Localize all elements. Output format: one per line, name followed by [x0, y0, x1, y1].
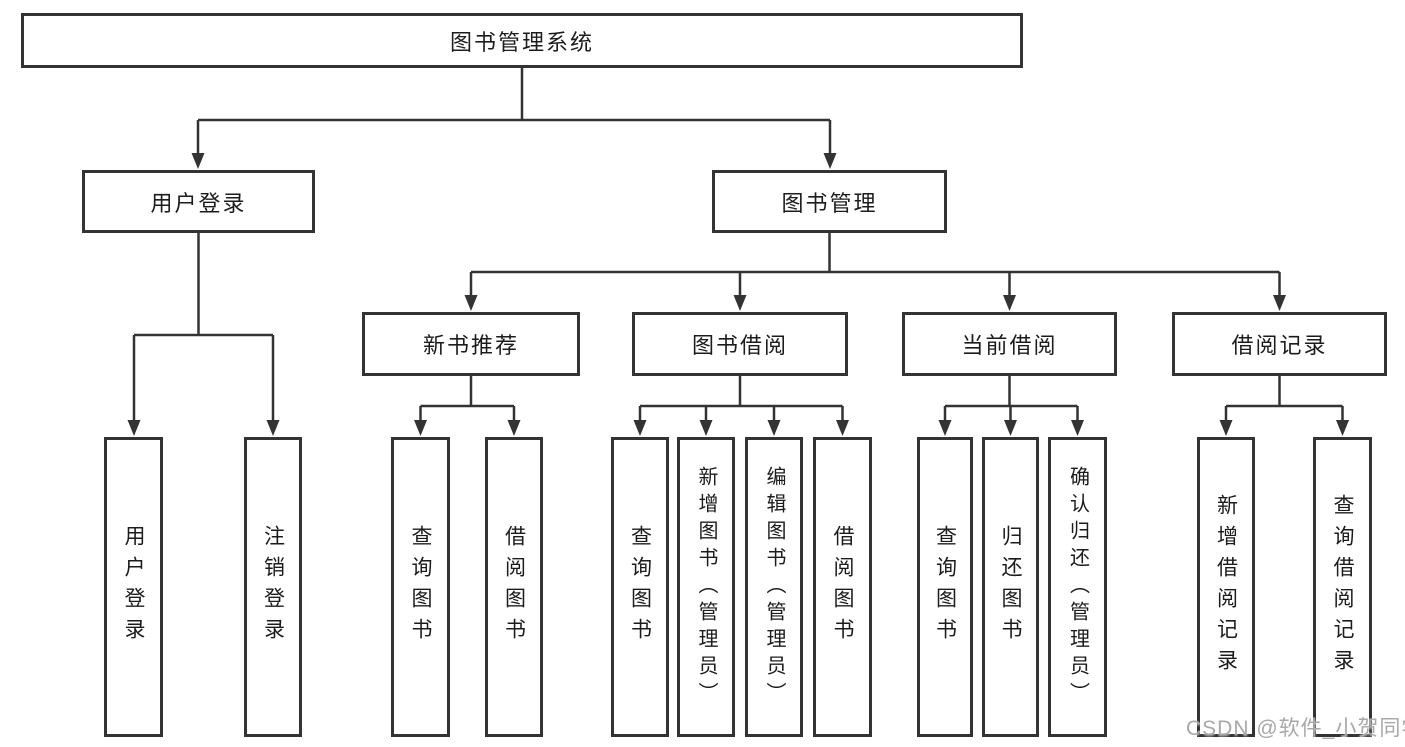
node-return-book: 归还图书	[982, 437, 1039, 737]
node-user-login-leaf: 用户登录	[104, 437, 163, 737]
arrow-down-icon	[1071, 420, 1084, 436]
node-borrow-records: 借阅记录	[1172, 312, 1387, 376]
arrow-down-icon	[127, 420, 141, 436]
arrow-down-icon	[823, 153, 837, 169]
node-borrow-books-leaf: 借阅图书	[813, 437, 872, 737]
arrow-down-icon	[1003, 295, 1016, 311]
arrow-down-icon	[266, 420, 280, 436]
arrow-down-icon	[1336, 420, 1349, 436]
arrow-down-icon	[1273, 295, 1286, 311]
node-borrow-books-recommend: 借阅图书	[485, 437, 543, 737]
arrow-down-icon	[1219, 420, 1233, 436]
node-query-books-recommend: 查询图书	[391, 437, 450, 737]
watermark: CSDN @软件_小贺同学	[1186, 717, 1405, 740]
node-book-borrow: 图书借阅	[632, 312, 848, 376]
arrow-down-icon	[464, 295, 478, 311]
arrow-down-icon	[507, 420, 521, 436]
node-current-borrow: 当前借阅	[902, 312, 1117, 376]
arrow-down-icon	[633, 420, 647, 436]
arrow-down-icon	[1004, 420, 1017, 436]
node-add-borrow-record: 新增借阅记录	[1197, 437, 1255, 737]
node-logout: 注销登录	[244, 437, 302, 737]
arrow-down-icon	[191, 153, 205, 169]
node-query-books-current: 查询图书	[917, 437, 973, 737]
node-user-login: 用户登录	[82, 170, 315, 233]
node-add-book-admin: 新增图书（管理员）	[677, 437, 735, 737]
node-query-books-borrow: 查询图书	[611, 437, 669, 737]
arrow-down-icon	[699, 420, 713, 436]
connector-paths	[132, 68, 1344, 421]
arrow-down-icon	[733, 295, 747, 311]
node-query-borrow-record: 查询借阅记录	[1313, 437, 1372, 737]
arrow-down-icon	[414, 420, 427, 436]
arrow-down-icon	[767, 420, 781, 436]
node-book-management: 图书管理	[712, 170, 947, 233]
node-edit-book-admin: 编辑图书（管理员）	[745, 437, 803, 737]
node-confirm-return-admin: 确认归还（管理员）	[1048, 437, 1107, 737]
arrow-down-icon	[938, 420, 952, 436]
arrow-down-icon	[836, 420, 849, 436]
node-system-root: 图书管理系统	[21, 13, 1023, 68]
node-new-book-recommend: 新书推荐	[362, 312, 580, 376]
arrowheads	[127, 153, 1349, 436]
